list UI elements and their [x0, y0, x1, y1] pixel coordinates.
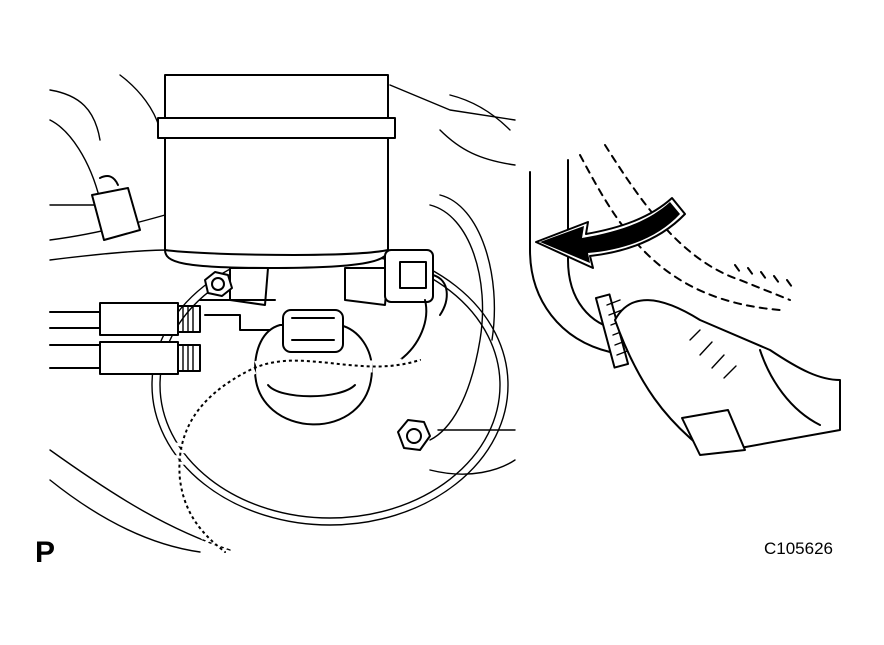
view-code-label: P: [35, 536, 56, 569]
fluid-level-connector: [384, 249, 448, 361]
depress-arrow: [535, 197, 686, 269]
hose-clamp: [91, 175, 141, 241]
brake-fluid-reservoir: [157, 74, 396, 269]
mounting-nut-upper: [204, 271, 233, 297]
mounting-nut-lower: [397, 419, 431, 451]
master-cylinder-body: [229, 267, 389, 426]
brake-pedal: [529, 159, 631, 369]
figure-id-label: C105626: [764, 539, 834, 558]
driver-shoe: [614, 299, 841, 456]
wire-harness: [173, 354, 422, 557]
brake-lines: [49, 299, 276, 375]
pedal-travel-dashed: [579, 144, 793, 311]
